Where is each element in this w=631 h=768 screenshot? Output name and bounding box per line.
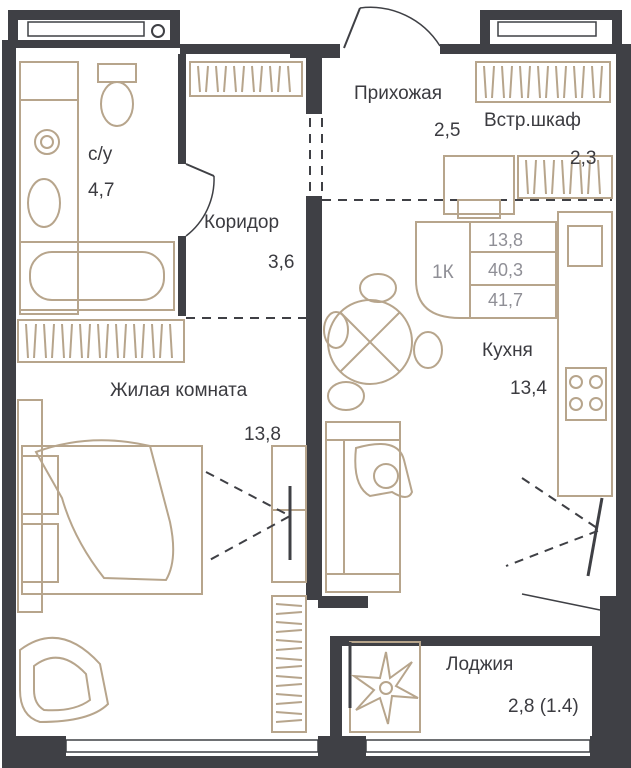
living-area-stat: 13,8 <box>488 230 523 250</box>
front-door <box>343 6 441 49</box>
door-swings <box>205 471 604 611</box>
wardrobe-name: Встр.шкаф <box>484 110 581 131</box>
dining-table <box>323 273 443 411</box>
hallway-area: 2,5 <box>434 120 460 141</box>
kitchen-counter <box>557 211 613 497</box>
window-top <box>27 21 597 38</box>
total-with-loggia-stat: 41,7 <box>488 290 523 310</box>
bed <box>17 399 307 613</box>
loggia-name: Лоджия <box>446 654 513 675</box>
bathroom-area: 4,7 <box>88 180 114 201</box>
living-room-area: 13,8 <box>244 424 281 445</box>
apartment-type: 1К <box>432 262 454 283</box>
wardrobe-hatching <box>17 61 613 733</box>
living-room-name: Жилая комната <box>110 380 248 401</box>
armchair <box>19 636 110 724</box>
loggia-area: 2,8 (1.4) <box>508 696 579 717</box>
corridor-area: 3,6 <box>268 252 294 273</box>
hallway-name: Прихожая <box>354 83 442 104</box>
kitchen-area: 13,4 <box>510 378 547 399</box>
window-bottom <box>65 739 591 753</box>
plant <box>348 641 421 733</box>
kitchen-name: Кухня <box>482 340 533 361</box>
bathroom-name: с/у <box>88 144 113 165</box>
bathroom <box>19 61 215 315</box>
wardrobe-area: 2,3 <box>570 148 596 169</box>
walls <box>2 10 631 768</box>
corridor-name: Коридор <box>204 212 279 233</box>
total-area-stat: 40,3 <box>488 260 523 280</box>
sofa <box>325 421 414 593</box>
hallway-furniture <box>415 155 557 319</box>
